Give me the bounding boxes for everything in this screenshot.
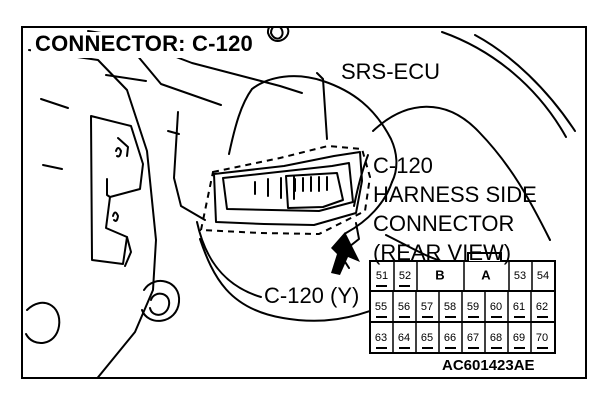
diagram-frame: 51 52 B A 53 54 55 56 57 58 59 60 61 62 — [21, 26, 587, 379]
srs-ecu-label: SRS-ECU — [339, 59, 443, 84]
left-panel-outline — [28, 49, 157, 377]
pin-label: 65 — [421, 332, 433, 344]
right-top-curve — [441, 31, 567, 138]
vehicle-illustration: 51 52 B A 53 54 55 56 57 58 59 60 61 62 — [25, 28, 576, 377]
lower-body-curve — [199, 238, 384, 322]
left-upper-strip-3 — [42, 164, 63, 170]
top-bolt — [270, 28, 284, 40]
floor-line-right-lower — [385, 234, 442, 262]
harness-label-line-4: (REAR VIEW) — [373, 240, 512, 265]
pin-label: 60 — [490, 301, 502, 313]
pin-label: 58 — [444, 301, 456, 313]
pin-label: 70 — [536, 332, 548, 344]
pin-label: 63 — [375, 332, 387, 344]
left-bracket-inner — [117, 137, 129, 157]
bolt-center-ring — [149, 292, 171, 316]
harness-leader-line — [353, 154, 369, 207]
connector-pin-table: 51 52 B A 53 54 55 56 57 58 59 60 61 62 — [369, 252, 556, 354]
connector-c120-y-label: C-120 (Y) — [262, 283, 362, 308]
ecu-bracket-inner — [222, 162, 354, 212]
left-bracket-step — [124, 236, 132, 267]
connector-teeth — [294, 176, 328, 192]
harness-label-line-3: CONNECTOR — [373, 211, 515, 236]
left-upper-strip-2 — [40, 98, 69, 109]
srs-leader-line — [316, 72, 328, 140]
ecu-bracket-outline — [213, 151, 363, 226]
pin-row-3: 63 64 65 66 67 68 69 70 — [375, 332, 548, 344]
pin-label: 61 — [513, 301, 525, 313]
pin-label: 53 — [514, 270, 526, 282]
lower-body-curve-inner — [196, 221, 262, 298]
floor-line-right — [372, 105, 551, 241]
ecu-tabs — [254, 175, 295, 200]
diagram-title: CONNECTOR: C-120 — [31, 31, 259, 59]
pin-label: 62 — [536, 301, 548, 313]
pin-label: 67 — [467, 332, 479, 344]
pin-table-top-notch — [467, 252, 502, 261]
pin-label: 56 — [398, 301, 410, 313]
ecu-dashed-outline — [199, 144, 372, 236]
right-top-curve-2 — [474, 34, 576, 132]
pin-label: 57 — [421, 301, 433, 313]
arrow-head — [331, 232, 360, 275]
left-bracket-side — [106, 178, 111, 198]
pin-label: 59 — [467, 301, 479, 313]
pin-label: 64 — [398, 332, 410, 344]
pin-row-2: 55 56 57 58 59 60 61 62 — [375, 301, 548, 313]
harness-label-line-2: HARNESS SIDE — [373, 182, 537, 207]
ecu-cover-left — [228, 88, 253, 155]
pin-label: A — [481, 267, 491, 282]
pin-label: 52 — [399, 270, 411, 282]
pin-label: 51 — [376, 270, 388, 282]
bolt-left-lower — [25, 301, 61, 344]
pin-label: 66 — [444, 332, 456, 344]
pin-label: 69 — [513, 332, 525, 344]
left-upper-strip — [105, 74, 147, 82]
harness-label-line-1: C-120 — [373, 153, 433, 178]
pin-label: B — [435, 267, 444, 282]
pin-label: 55 — [375, 301, 387, 313]
pin-label: 54 — [537, 270, 549, 282]
left-bracket-hole-bottom — [112, 211, 119, 222]
figure-code: AC601423AE — [442, 357, 535, 374]
left-bracket-front — [90, 115, 144, 265]
harness-connector-label: C-120 HARNESS SIDE CONNECTOR (REAR VIEW) — [373, 151, 537, 267]
left-bracket-hole-top — [115, 147, 122, 158]
top-bolt-ring — [267, 28, 290, 42]
pin-row-1: 51 52 B A 53 54 — [376, 267, 549, 282]
connector-shell — [285, 172, 344, 209]
bolt-center — [141, 280, 181, 322]
pin-label: 68 — [490, 332, 502, 344]
center-pillar — [173, 111, 206, 221]
pin-table-markers — [376, 285, 548, 349]
ecu-cover-right — [345, 181, 393, 234]
ecu-cover-top — [251, 75, 398, 183]
center-pillar-edge — [167, 130, 180, 135]
